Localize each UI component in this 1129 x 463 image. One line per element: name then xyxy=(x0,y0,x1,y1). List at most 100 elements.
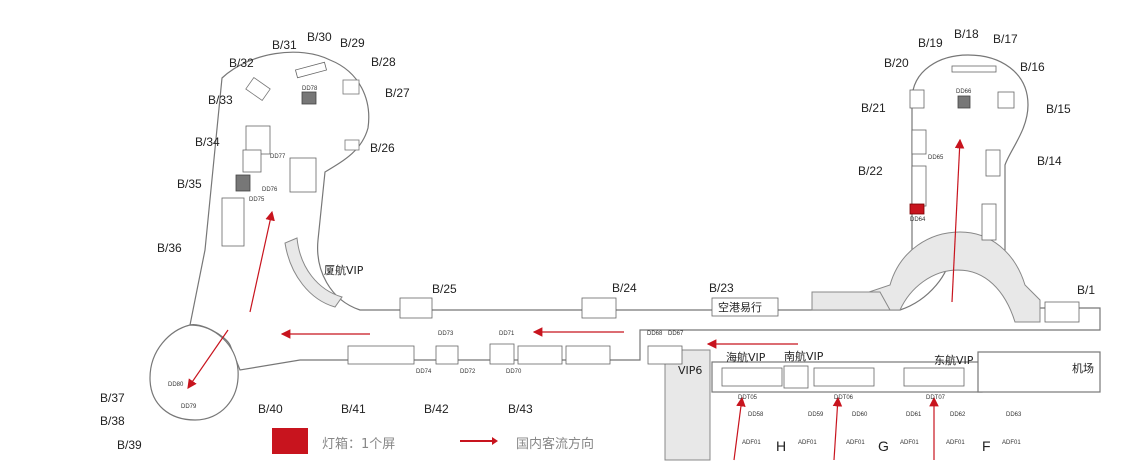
screen-label: DDT06 xyxy=(834,395,854,401)
screen-label: DD62 xyxy=(950,412,966,418)
screen-label: DD60 xyxy=(852,412,868,418)
kiosk-r2 xyxy=(909,89,925,109)
gate-label: B/32 xyxy=(229,56,254,70)
gate-label: B/35 xyxy=(177,177,202,191)
airport-block xyxy=(977,351,1101,393)
gate-label: B/16 xyxy=(1020,60,1045,74)
screen-label: DD74 xyxy=(416,369,432,375)
bench-1 xyxy=(294,61,328,79)
legend-flow-label: 国内客流方向 xyxy=(516,437,595,452)
screen-label: DD72 xyxy=(460,369,476,375)
gate-label: B/24 xyxy=(612,281,637,295)
gate-label: B/38 xyxy=(100,414,125,428)
donghang-escalator xyxy=(903,367,965,387)
nanhang-block xyxy=(783,365,809,389)
gate-label: B/19 xyxy=(918,36,943,50)
area-label: 东航VIP xyxy=(934,353,974,367)
gate-label: B/18 xyxy=(954,27,979,41)
screen-label: ADF01 xyxy=(946,440,965,446)
gate-label: B/15 xyxy=(1046,102,1071,116)
legend-lightbox-swatch xyxy=(272,428,308,454)
screen-label: DD77 xyxy=(270,154,286,160)
area-label: 机场 xyxy=(1072,361,1094,375)
screen-label: ADF01 xyxy=(742,440,761,446)
kiosk-r5 xyxy=(985,149,1001,177)
flow-arrow-8 xyxy=(832,396,843,461)
area-label: 空港易行 xyxy=(718,300,762,314)
flow-arrow-6 xyxy=(951,138,965,303)
hainan-escalator xyxy=(721,367,783,387)
gate-label: B/27 xyxy=(385,86,410,100)
gate-label: B/33 xyxy=(208,93,233,107)
shop-2 xyxy=(565,345,611,365)
kiosk-r1 xyxy=(997,91,1015,109)
right-end-block xyxy=(811,291,891,311)
screen-label: DD76 xyxy=(262,187,278,193)
screen-label: DD58 xyxy=(748,412,764,418)
screen-label: DD65 xyxy=(928,155,944,161)
screen-label: DD79 xyxy=(181,404,197,410)
area-label: 海航VIP xyxy=(726,350,766,364)
gate-label: B/1 xyxy=(1077,283,1095,297)
area-label: 厦航VIP xyxy=(324,263,364,277)
screen-label: DD67 xyxy=(668,331,684,337)
zone-label: G xyxy=(878,438,889,454)
gate-label: B/17 xyxy=(993,32,1018,46)
gate-stub-32 xyxy=(245,76,271,102)
gate-label: B/36 xyxy=(157,241,182,255)
screen-label: ADF01 xyxy=(900,440,919,446)
kiosk-2 xyxy=(242,149,262,173)
gate-label: B/23 xyxy=(709,281,734,295)
gate-label: B/43 xyxy=(508,402,533,416)
screen-label: DD68 xyxy=(647,331,663,337)
gate-label: B/25 xyxy=(432,282,457,296)
gate-label: B/40 xyxy=(258,402,283,416)
gate-label: B/39 xyxy=(117,438,142,452)
dd72-block xyxy=(435,345,459,365)
gate-label: B/21 xyxy=(861,101,886,115)
right-arch-wall xyxy=(859,231,1041,323)
flow-arrow-1 xyxy=(249,210,275,313)
dd76-screen xyxy=(235,174,251,192)
screen-label: DD78 xyxy=(302,86,318,92)
shop-1 xyxy=(517,345,563,365)
screen-label: DD64 xyxy=(910,217,926,223)
gate-stub-26 xyxy=(344,139,360,151)
gate-label: B/22 xyxy=(858,164,883,178)
screen-label: DDT07 xyxy=(926,395,946,401)
kiosk-r3 xyxy=(911,129,927,155)
zone-label: F xyxy=(982,438,991,454)
gate-label: B/14 xyxy=(1037,154,1062,168)
gate-24-desk xyxy=(581,297,617,319)
screen-label: ADF01 xyxy=(798,440,817,446)
gate-label: B/41 xyxy=(341,402,366,416)
dd78-screen xyxy=(301,91,317,105)
screen-label: DD70 xyxy=(506,369,522,375)
dd74-block xyxy=(347,345,415,365)
xiamen-vip-wall xyxy=(284,237,343,308)
screen-label: DD61 xyxy=(906,412,922,418)
gate-1-desk xyxy=(1044,301,1080,323)
screen-label: DD75 xyxy=(249,197,265,203)
vip6-block xyxy=(664,349,711,461)
gate-label: B/30 xyxy=(307,30,332,44)
flow-arrow-2 xyxy=(187,329,229,389)
screen-label: DD71 xyxy=(499,331,515,337)
legend-flow-arrow xyxy=(460,437,498,445)
screen-label: DD63 xyxy=(1006,412,1022,418)
bottom-left-loop xyxy=(149,324,239,421)
gate-label: B/20 xyxy=(884,56,909,70)
flow-arrow-7 xyxy=(733,396,746,461)
kiosk-4 xyxy=(221,197,245,247)
gate-label: B/42 xyxy=(424,402,449,416)
screen-label: DD66 xyxy=(956,89,972,95)
screen-label: DD59 xyxy=(808,412,824,418)
kiosk-r6 xyxy=(981,203,997,241)
dd66-screen xyxy=(957,95,971,109)
screen-label: ADF01 xyxy=(1002,440,1021,446)
dd64-lightbox xyxy=(909,203,925,215)
screen-label: DD73 xyxy=(438,331,454,337)
gate-label: B/31 xyxy=(272,38,297,52)
gate-label: B/26 xyxy=(370,141,395,155)
